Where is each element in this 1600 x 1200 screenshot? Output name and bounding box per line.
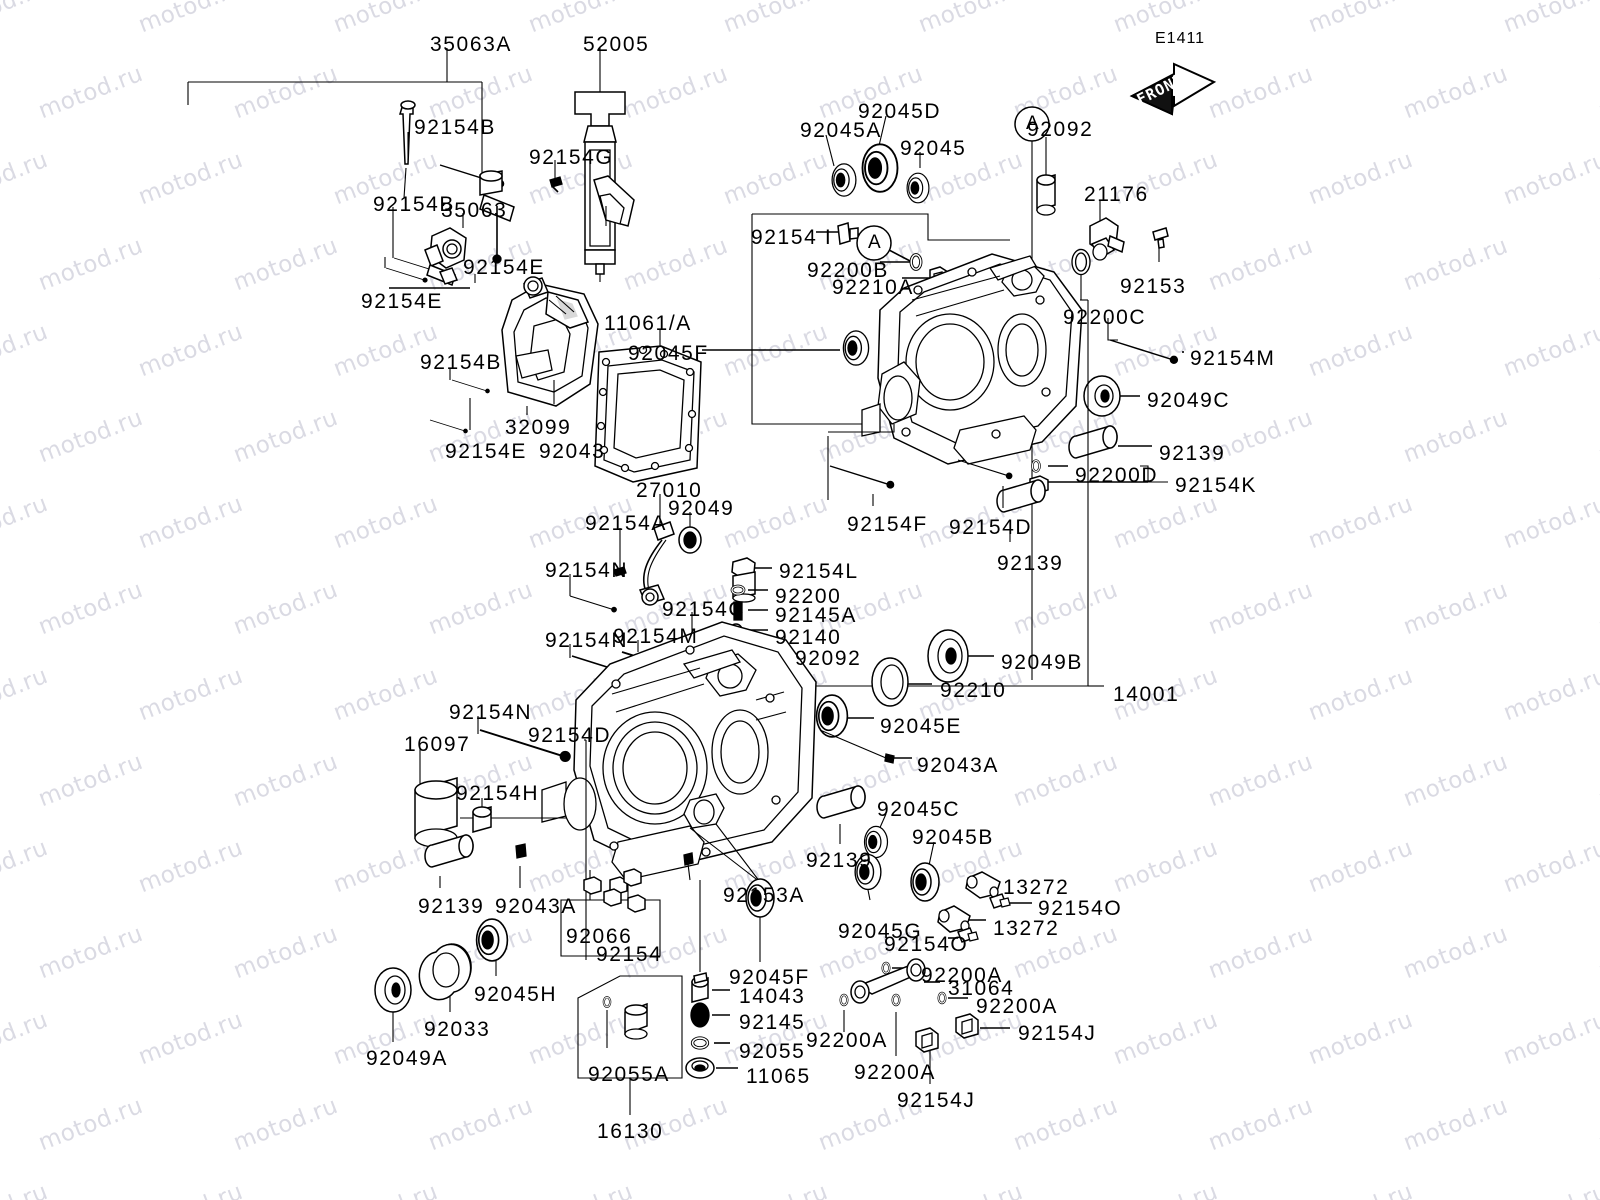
part-number-label[interactable]: 21176 [1084, 183, 1149, 206]
part-number-label[interactable]: 92210 [940, 679, 1007, 702]
part-number-label[interactable]: 92200A [806, 1029, 889, 1052]
part-number-label[interactable]: 92200A [976, 995, 1059, 1018]
part-number-label[interactable]: 92154A [585, 512, 668, 535]
part-number-label[interactable]: 92140 [775, 626, 842, 649]
part-number-label[interactable]: 92055A [588, 1063, 671, 1086]
part-number-label[interactable]: 92139 [806, 849, 873, 872]
part-number-label[interactable]: 92154N [449, 701, 533, 724]
part-number-label[interactable]: 92045A [800, 119, 883, 142]
part-number-label[interactable]: 92139 [418, 895, 485, 918]
part-number-label[interactable]: 13272 [1003, 876, 1070, 899]
part-number-label[interactable]: 92045G [838, 920, 923, 943]
part-number-label[interactable]: 92154E [361, 290, 444, 313]
part-number-label[interactable]: 92045H [474, 983, 558, 1006]
part-number-label[interactable]: 92066 [566, 925, 633, 948]
front-direction-marker: FRONT [1128, 62, 1218, 127]
part-number-label[interactable]: 92154O [884, 933, 969, 956]
part-number-label[interactable]: 92154F [847, 513, 928, 536]
part-number-label[interactable]: 52005 [583, 33, 650, 56]
part-number-label[interactable]: 92045 [900, 137, 967, 160]
part-number-label[interactable]: 92154B [414, 116, 497, 139]
part-number-label[interactable]: 92092 [1027, 118, 1094, 141]
part-number-label[interactable]: 11065 [746, 1065, 811, 1088]
part-number-label[interactable]: 31064 [948, 977, 1015, 1000]
part-number-label[interactable]: 92049A [366, 1047, 449, 1070]
part-number-label[interactable]: 92153 [1120, 275, 1187, 298]
part-number-label[interactable]: 92200A [921, 964, 1004, 987]
part-number-label[interactable]: 92033 [424, 1018, 491, 1041]
part-number-label[interactable]: 92139 [1159, 442, 1226, 465]
part-number-label[interactable]: 92154D [528, 724, 612, 747]
part-number-label[interactable]: 92045F [628, 342, 709, 365]
part-number-label[interactable]: 14001 [1113, 683, 1180, 706]
part-number-label[interactable]: 35063A [430, 33, 513, 56]
part-number-label[interactable]: 92045B [912, 826, 995, 849]
part-number-label[interactable]: 92154K [1175, 474, 1258, 497]
part-number-label[interactable]: 92045C [877, 798, 961, 821]
part-number-label[interactable]: 92154 [596, 943, 663, 966]
part-number-label[interactable]: 92154B [373, 193, 456, 216]
part-number-label[interactable]: 92210A [832, 276, 915, 299]
part-number-label[interactable]: 92154E [463, 256, 546, 279]
part-number-label[interactable]: 92154E [445, 440, 528, 463]
part-number-label[interactable]: 92153A [723, 884, 806, 907]
part-number-label[interactable]: 11061/A [604, 312, 692, 335]
part-number-label[interactable]: 92043A [917, 754, 1000, 777]
part-number-label[interactable]: 92045F [729, 966, 810, 989]
part-number-label[interactable]: 13272 [993, 917, 1060, 940]
part-number-label[interactable]: 92139 [997, 552, 1064, 575]
part-number-label[interactable]: 92043A [495, 895, 578, 918]
part-number-label[interactable]: 92092 [795, 647, 862, 670]
part-number-label[interactable]: 92200B [807, 259, 890, 282]
part-number-label[interactable]: 92154N [545, 559, 629, 582]
part-number-label[interactable]: 92055 [739, 1040, 806, 1063]
part-number-label[interactable]: 27010 [636, 479, 703, 502]
part-number-label[interactable]: 92200D [1075, 464, 1159, 487]
part-number-label[interactable]: 92049B [1001, 651, 1084, 674]
part-number-label[interactable]: 92045D [858, 100, 942, 123]
part-number-label[interactable]: 92043 [539, 440, 606, 463]
part-number-label[interactable]: 92154C [662, 598, 746, 621]
part-number-label[interactable]: 92154O [1038, 897, 1123, 920]
part-number-label[interactable]: 92154H [456, 782, 540, 805]
part-number-label[interactable]: 92200A [854, 1061, 937, 1084]
part-number-label[interactable]: 92154D [949, 516, 1033, 539]
part-number-label[interactable]: 92145A [775, 604, 858, 627]
part-number-label[interactable]: 92145 [739, 1011, 806, 1034]
part-number-label[interactable]: 92200C [1063, 306, 1147, 329]
part-number-label[interactable]: 92154M [1190, 347, 1276, 370]
group-marker-a: A [1026, 113, 1039, 134]
part-number-label[interactable]: 92154N [545, 629, 629, 652]
diagram-code: E1411 [1155, 30, 1206, 47]
part-number-label[interactable]: 92154J [1018, 1022, 1097, 1045]
part-number-label[interactable]: 14043 [739, 985, 806, 1008]
part-number-label[interactable]: 92045E [880, 715, 963, 738]
part-number-label[interactable]: 92154G [529, 146, 614, 169]
part-number-label[interactable]: 92154 I [751, 226, 833, 249]
part-number-label[interactable]: 92200 [775, 585, 842, 608]
part-number-label[interactable]: 35063 [441, 199, 508, 222]
part-number-label[interactable]: 92049C [1147, 389, 1231, 412]
part-number-label[interactable]: 92154L [779, 560, 859, 583]
part-number-label[interactable]: 92154J [897, 1089, 976, 1112]
part-number-label[interactable]: 92049 [668, 497, 735, 520]
part-number-label[interactable]: 16130 [597, 1120, 664, 1143]
part-number-label[interactable]: 92154B [420, 351, 503, 374]
group-marker-a: A [868, 232, 881, 253]
part-number-label[interactable]: 16097 [404, 733, 471, 756]
part-number-label[interactable]: 92154M [613, 625, 699, 648]
part-number-label[interactable]: 32099 [505, 416, 572, 439]
